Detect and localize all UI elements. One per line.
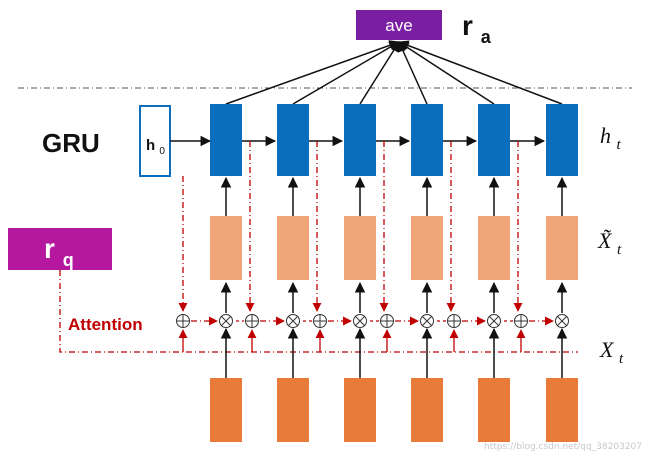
multiply-operator: [420, 314, 434, 328]
ra-label: r a: [462, 10, 492, 47]
connections: [59, 40, 578, 378]
watermark: https://blog.csdn.net/qq_38203207: [483, 442, 642, 452]
h0-sub: 0: [159, 146, 165, 157]
svg-text:h t: h t: [600, 123, 622, 153]
xtilde-cell: [546, 216, 578, 280]
ave-input-arrow: [398, 41, 495, 105]
ave-node: ave: [356, 10, 442, 40]
multiply-operator: [487, 314, 501, 328]
ra-sub: a: [481, 27, 492, 47]
plus-operator: [313, 314, 327, 328]
rq-main: r: [44, 233, 55, 264]
gru-cell: [344, 104, 376, 176]
attention-label: Attention: [68, 315, 143, 334]
svg-text:h 0: h 0: [146, 137, 165, 157]
xtilde-cell: [478, 216, 510, 280]
h0-node: h 0: [139, 105, 171, 177]
gru-cell: [411, 104, 443, 176]
xtilde-cell: [344, 216, 376, 280]
plus-operator: [447, 314, 461, 328]
ave-input-arrow: [292, 41, 400, 105]
plus-operator: [245, 314, 259, 328]
xt-label: X t: [599, 337, 624, 367]
xt-sub: t: [619, 351, 624, 367]
gru-cell: [277, 104, 309, 176]
plus-operator: [514, 314, 528, 328]
x-cell: [546, 378, 578, 442]
gru-cell: [478, 104, 510, 176]
ave-input-arrow: [225, 40, 400, 105]
ht-label: h t: [600, 123, 622, 153]
xt-main: X: [599, 337, 615, 362]
ave-input-arrow: [398, 41, 428, 105]
ave-label: ave: [385, 16, 412, 35]
x-cell: [210, 378, 242, 442]
gru-cell: [546, 104, 578, 176]
ht-sub: t: [617, 137, 622, 153]
rq-attention-line: [59, 270, 578, 353]
xtilde-cell: [277, 216, 309, 280]
svg-text:r a: r a: [462, 10, 492, 47]
x-cell: [277, 378, 309, 442]
attention-operators: [176, 314, 569, 328]
plus-operator: [176, 314, 190, 328]
rq-sub: q: [63, 250, 74, 270]
xtilde-cell: [411, 216, 443, 280]
multiply-operator: [353, 314, 367, 328]
xt-tilde-main: X̃: [597, 228, 613, 253]
ra-main: r: [462, 10, 473, 41]
ave-input-arrow: [398, 40, 563, 105]
ave-input-arrow: [359, 41, 400, 105]
svg-text:r q: r q: [44, 233, 74, 270]
plus-operator: [380, 314, 394, 328]
h0-main: h: [146, 137, 155, 154]
xt-tilde-label: X̃ t: [597, 228, 622, 258]
gru-cell: [210, 104, 242, 176]
x-cell: [411, 378, 443, 442]
rq-node: r q: [8, 228, 112, 270]
svg-text:X̃ t: X̃ t: [597, 228, 622, 258]
ht-main: h: [600, 123, 611, 148]
x-cell: [478, 378, 510, 442]
svg-text:X t: X t: [599, 337, 624, 367]
cells: [210, 104, 578, 442]
x-cell: [344, 378, 376, 442]
multiply-operator: [286, 314, 300, 328]
multiply-operator: [555, 314, 569, 328]
gru-label: GRU: [42, 128, 100, 158]
xtilde-cell: [210, 216, 242, 280]
multiply-operator: [219, 314, 233, 328]
xt-tilde-sub: t: [617, 242, 622, 258]
